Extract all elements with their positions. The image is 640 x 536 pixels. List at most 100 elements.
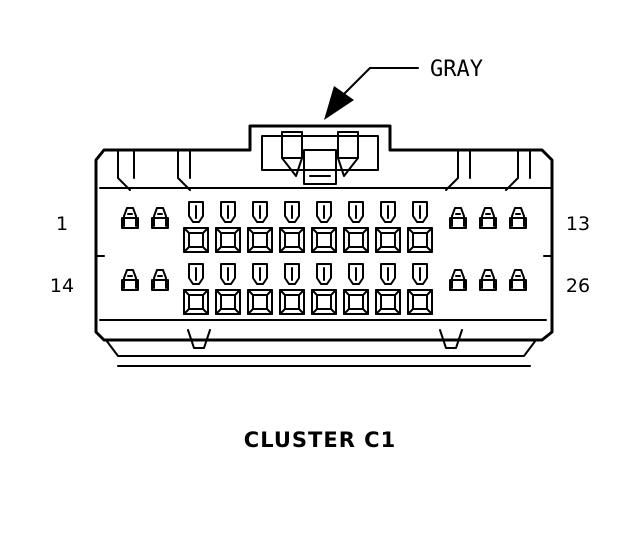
center-terminal-key xyxy=(380,263,396,285)
center-terminal-socket-outer xyxy=(375,227,401,253)
center-terminal-socket-inner xyxy=(284,232,300,248)
center-terminal-socket-outer xyxy=(215,289,241,315)
center-terminal-key xyxy=(412,263,428,285)
center-terminal-cavity xyxy=(215,201,241,253)
center-terminal-key xyxy=(380,201,396,223)
center-terminal-socket-bevel xyxy=(215,308,222,315)
center-terminal-socket-bevel xyxy=(362,289,369,296)
housing-outline xyxy=(94,124,554,342)
center-terminal-socket-bevel xyxy=(202,246,209,253)
side-terminal-base xyxy=(121,217,139,229)
terminal-cavities xyxy=(121,201,527,315)
latch-post-right-taper xyxy=(337,157,359,177)
pin-label-14: 14 xyxy=(50,275,74,297)
connector-housing xyxy=(94,124,554,342)
center-terminal-key xyxy=(348,263,364,285)
side-terminal-base xyxy=(151,217,169,229)
center-terminal-socket-bevel xyxy=(330,246,337,253)
side-terminal-base xyxy=(151,279,169,291)
center-terminal-socket-inner xyxy=(188,232,204,248)
center-terminal-socket-bevel xyxy=(362,246,369,253)
housing-shoulder-left-a xyxy=(117,149,131,191)
latch-frame xyxy=(261,135,379,171)
center-terminal-socket-inner xyxy=(252,232,268,248)
center-terminal-socket-inner xyxy=(412,232,428,248)
center-terminal-socket-bevel xyxy=(266,246,273,253)
center-terminal-socket-bevel xyxy=(234,289,241,296)
center-terminal-socket-outer xyxy=(311,227,337,253)
center-terminal-socket-bevel xyxy=(362,308,369,315)
center-terminal-cavity xyxy=(215,263,241,315)
side-terminal-base xyxy=(479,217,497,229)
skirt-key-right xyxy=(439,329,463,349)
center-terminal-socket-bevel xyxy=(343,289,350,296)
side-terminal-base xyxy=(479,279,497,291)
center-terminal-socket-inner xyxy=(316,294,332,310)
side-terminal-cavity xyxy=(479,207,497,229)
center-terminal-cavity xyxy=(343,263,369,315)
center-terminal-socket-bevel xyxy=(247,308,254,315)
skirt-lower-edge xyxy=(105,339,537,357)
side-terminal-base xyxy=(449,217,467,229)
side-terminal-cavity xyxy=(509,269,527,291)
center-terminal-socket-bevel xyxy=(215,289,222,296)
center-terminal-socket-bevel xyxy=(247,246,254,253)
center-terminal-socket-bevel xyxy=(183,308,190,315)
center-terminal-key xyxy=(316,201,332,223)
center-terminal-socket-bevel xyxy=(298,246,305,253)
pin-label-26: 26 xyxy=(566,275,590,297)
center-terminal-socket-inner xyxy=(348,294,364,310)
center-terminal-socket-bevel xyxy=(330,227,337,234)
center-terminal-cavity xyxy=(183,201,209,253)
color-callout: GRAY xyxy=(324,57,483,120)
side-terminal-base xyxy=(509,279,527,291)
center-terminal-socket-bevel xyxy=(375,308,382,315)
center-terminal-key xyxy=(284,263,300,285)
center-terminal-socket-outer xyxy=(215,227,241,253)
center-terminal-socket-inner xyxy=(412,294,428,310)
housing-shoulder-left-c xyxy=(177,149,191,191)
center-terminal-socket-bevel xyxy=(183,227,190,234)
center-terminal-socket-bevel xyxy=(279,246,286,253)
center-terminal-socket-bevel xyxy=(215,246,222,253)
center-terminal-cavity xyxy=(183,263,209,315)
side-terminal-cavity xyxy=(151,207,169,229)
center-terminal-socket-outer xyxy=(247,227,273,253)
center-terminal-key xyxy=(348,201,364,223)
center-terminal-socket-outer xyxy=(407,227,433,253)
center-terminal-socket-bevel xyxy=(407,227,414,234)
center-terminal-socket-bevel xyxy=(375,227,382,234)
center-terminal-socket-bevel xyxy=(202,227,209,234)
center-terminal-key xyxy=(412,201,428,223)
center-terminal-socket-inner xyxy=(220,294,236,310)
housing-bottom-skirt xyxy=(99,319,547,367)
center-terminal-socket-bevel xyxy=(279,227,286,234)
side-terminal-cavity xyxy=(121,269,139,291)
center-terminal-socket-inner xyxy=(188,294,204,310)
center-terminal-socket-bevel xyxy=(375,289,382,296)
center-terminal-socket-outer xyxy=(247,289,273,315)
latch-center-tab xyxy=(303,149,337,185)
center-terminal-socket-bevel xyxy=(311,289,318,296)
callout-leader-line xyxy=(341,67,419,97)
center-terminal-socket-bevel xyxy=(279,289,286,296)
center-terminal-key xyxy=(284,201,300,223)
center-terminal-cavity xyxy=(311,201,337,253)
housing-shoulder-right-a xyxy=(445,149,459,191)
center-terminal-socket-bevel xyxy=(426,308,433,315)
center-terminal-cavity xyxy=(375,263,401,315)
side-terminal-base xyxy=(121,279,139,291)
center-terminal-socket-bevel xyxy=(215,227,222,234)
center-terminal-socket-outer xyxy=(183,289,209,315)
side-terminal-cavity xyxy=(479,269,497,291)
center-terminal-socket-outer xyxy=(279,227,305,253)
side-terminal-cavity xyxy=(121,207,139,229)
center-terminal-socket-bevel xyxy=(298,308,305,315)
center-terminal-socket-outer xyxy=(311,289,337,315)
latch-post-left-taper xyxy=(281,157,303,177)
center-terminal-key xyxy=(188,201,204,223)
center-terminal-socket-bevel xyxy=(266,308,273,315)
connector-caption: CLUSTER C1 xyxy=(244,428,396,452)
center-terminal-socket-outer xyxy=(343,289,369,315)
